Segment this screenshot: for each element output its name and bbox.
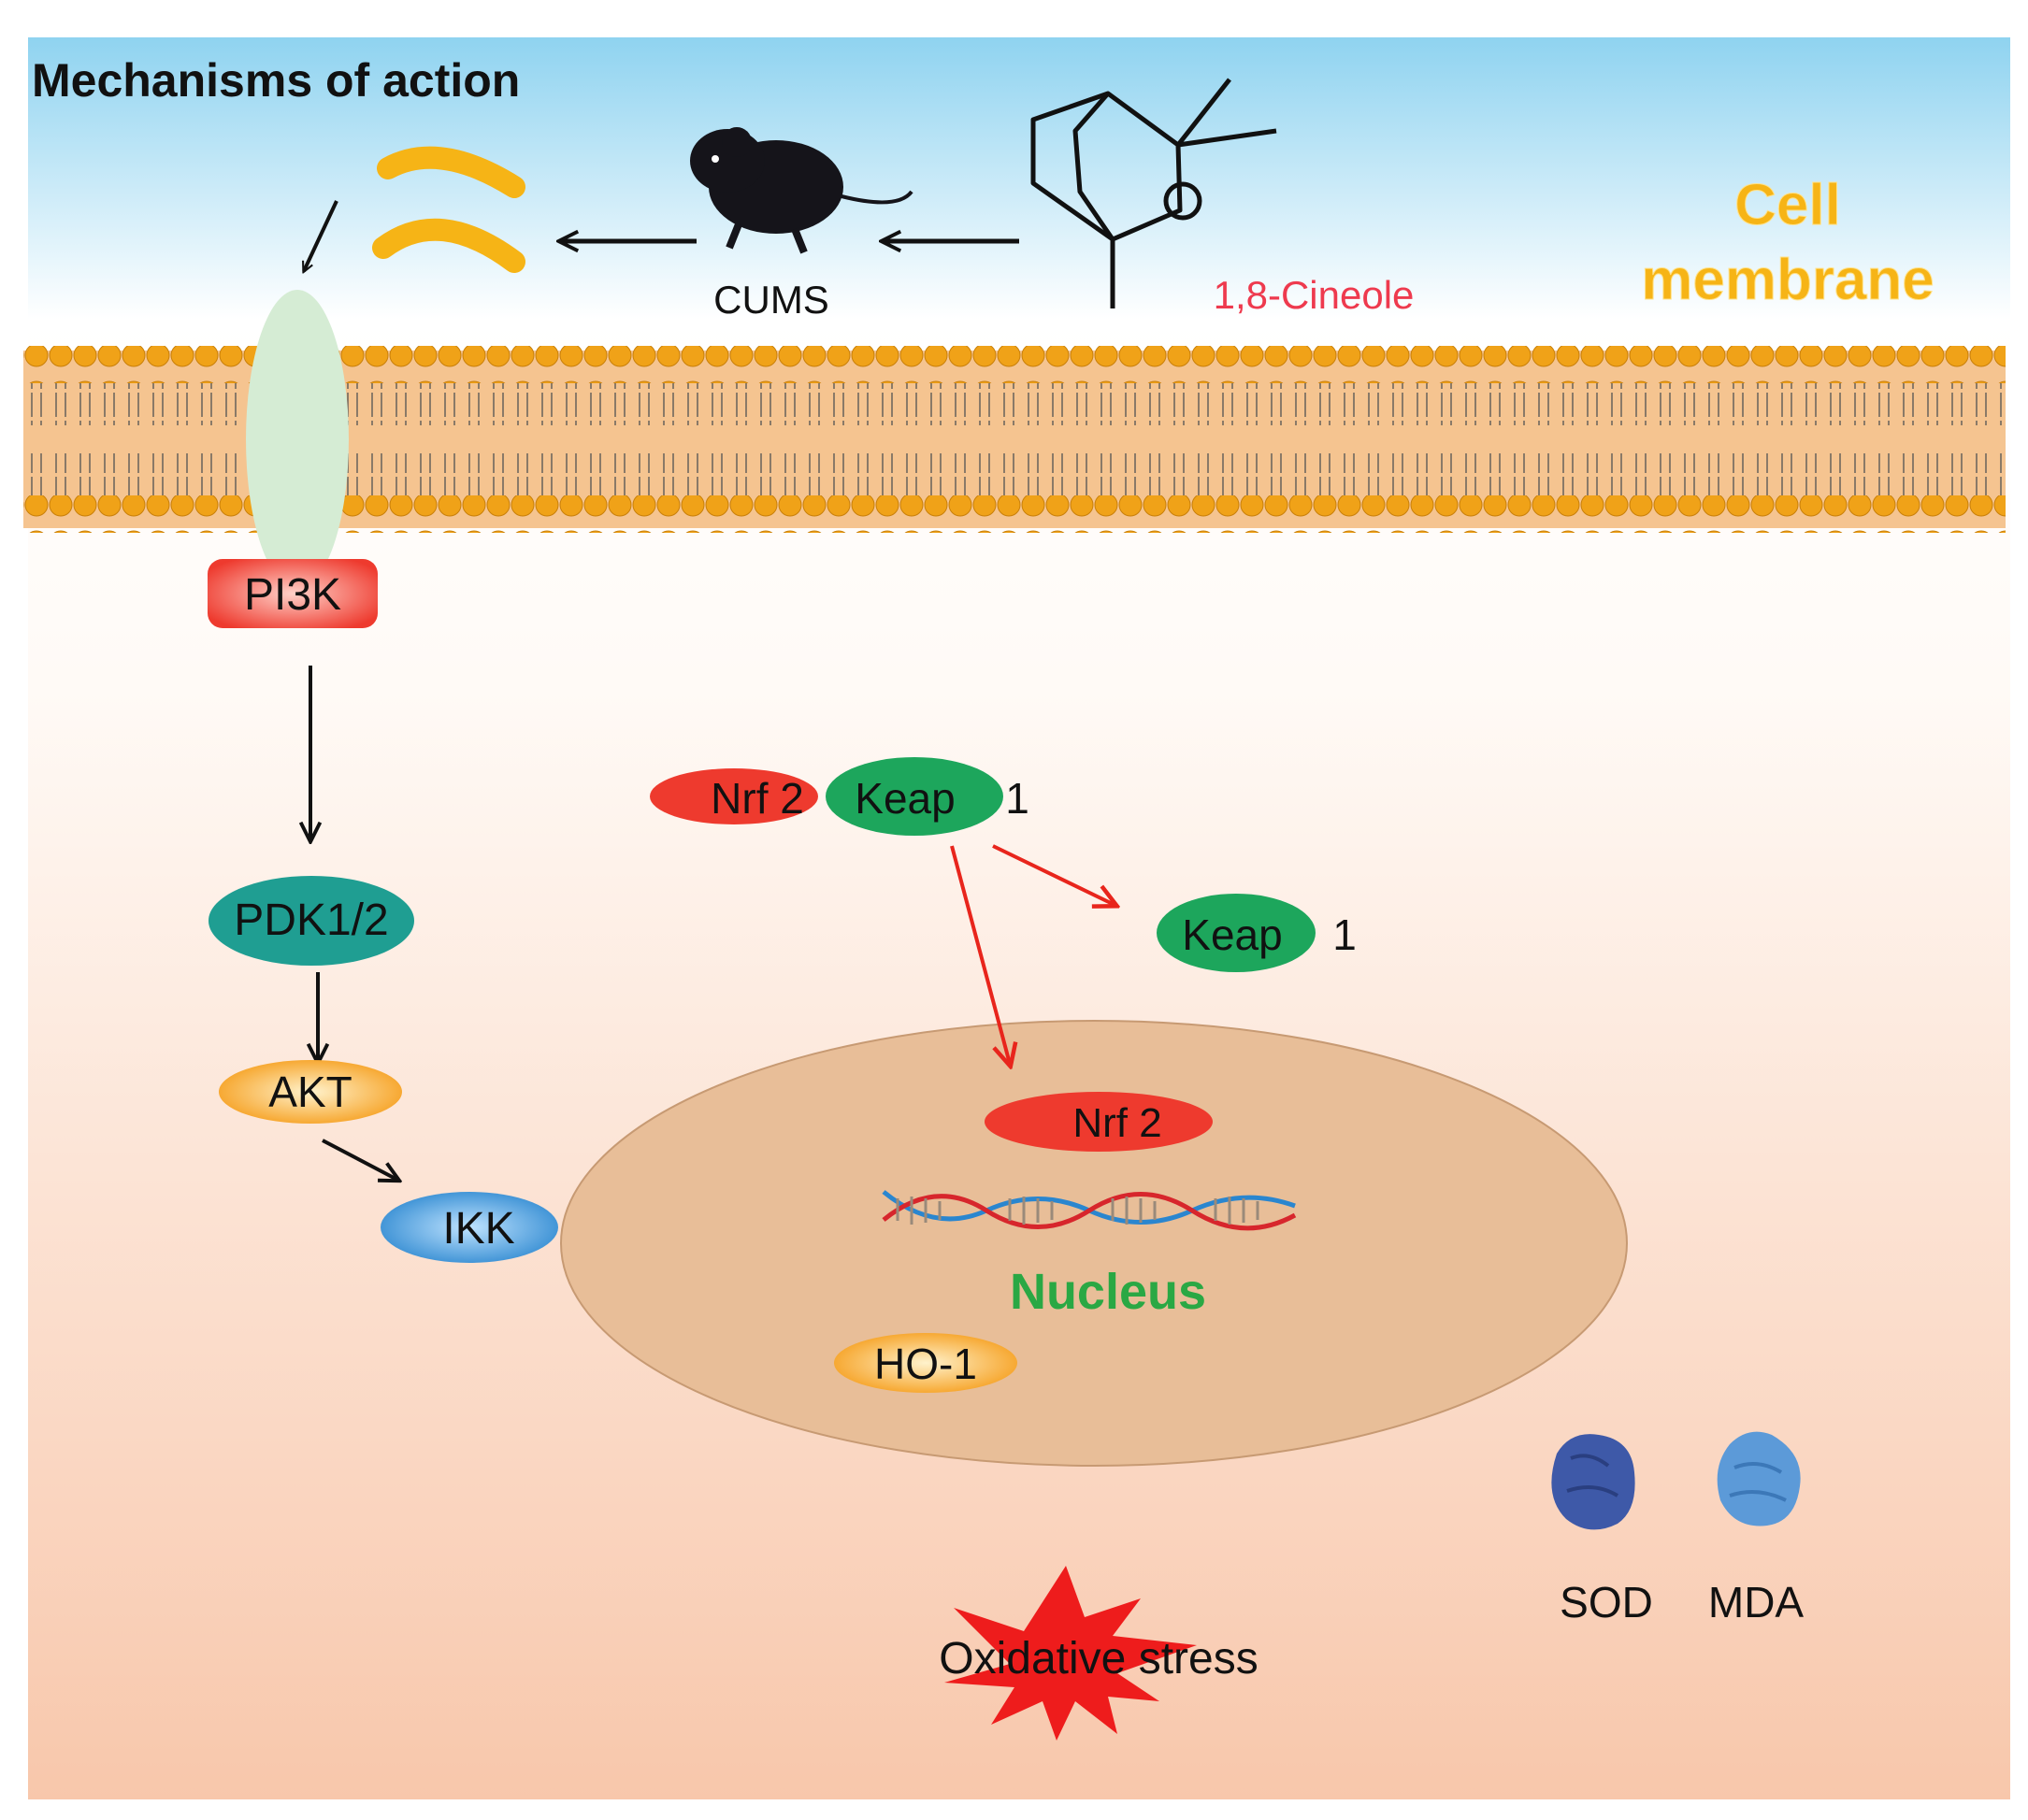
pi3k-label: PI3K bbox=[244, 570, 341, 620]
nucleus-label: Nucleus bbox=[1010, 1264, 1206, 1320]
nrf2-complex-node bbox=[650, 768, 818, 824]
arrow-complex-to-keap bbox=[992, 844, 1115, 905]
keap-complex-number: 1 bbox=[1005, 774, 1029, 823]
stress-burst-icon bbox=[944, 1566, 1197, 1741]
akt-label: AKT bbox=[268, 1068, 352, 1116]
mda-icon bbox=[1717, 1431, 1801, 1526]
receptor-channel bbox=[246, 290, 349, 589]
cums-label: CUMS bbox=[713, 278, 829, 322]
mda-label: MDA bbox=[1708, 1578, 1805, 1627]
membrane-label-line2: membrane bbox=[1641, 248, 1935, 312]
stress-label: Oxidative stress bbox=[939, 1634, 1258, 1684]
akt-node bbox=[219, 1060, 402, 1124]
ligand-icon bbox=[372, 146, 525, 273]
cineole-label: 1,8-Cineole bbox=[1214, 273, 1415, 317]
keap-free-node bbox=[1157, 894, 1316, 972]
ho1-node bbox=[834, 1333, 1017, 1393]
ikk-node bbox=[381, 1192, 558, 1263]
keap-free-label: Keap bbox=[1182, 910, 1282, 959]
cineole-oxygen bbox=[1163, 181, 1202, 221]
arrow-akt-to-ikk bbox=[322, 1139, 397, 1180]
arrow-ligand-to-receptor bbox=[304, 200, 338, 271]
membrane-label-line1: Cell bbox=[1734, 173, 1841, 237]
ikk-label: IKK bbox=[442, 1204, 514, 1254]
cineole-structure bbox=[1030, 78, 1277, 308]
sod-icon bbox=[1551, 1434, 1635, 1530]
pdk-node bbox=[209, 876, 414, 966]
keap-complex-label: Keap bbox=[855, 774, 955, 823]
dna-icon bbox=[882, 1190, 1297, 1231]
ho1-label: HO-1 bbox=[874, 1340, 977, 1388]
cell-membrane bbox=[23, 346, 2006, 533]
pdk-label: PDK1/2 bbox=[234, 896, 388, 945]
nrf2-nucleus-node bbox=[985, 1092, 1213, 1152]
sod-label: SOD bbox=[1560, 1578, 1653, 1627]
figure-title: Mechanisms of action bbox=[32, 54, 520, 107]
arrow-complex-to-nucleus bbox=[950, 845, 1010, 1064]
mouse-icon bbox=[690, 127, 913, 254]
keap-free-number: 1 bbox=[1332, 910, 1357, 959]
nrf2-complex-label: Nrf 2 bbox=[711, 774, 804, 823]
pi3k-node bbox=[208, 559, 378, 628]
keap-complex-node bbox=[826, 757, 1003, 836]
nucleus bbox=[560, 1020, 1628, 1467]
nrf2-nucleus-label: Nrf 2 bbox=[1072, 1100, 1161, 1146]
